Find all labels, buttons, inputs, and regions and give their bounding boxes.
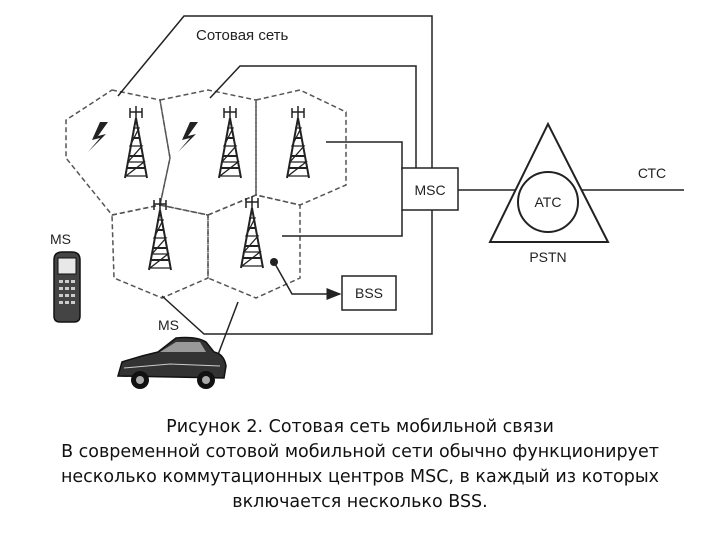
msc-box [401, 167, 459, 211]
msc-label: MSC [414, 182, 445, 198]
cell-5 [207, 194, 301, 299]
tower-icon [124, 105, 148, 179]
caption-line-3: несколько коммутационных центров MSC, в … [60, 467, 660, 487]
cell-2 [159, 89, 257, 216]
ms-car-label: MS [158, 317, 179, 333]
link-line [161, 210, 433, 335]
bss-box [341, 275, 397, 311]
radio-link [215, 301, 239, 361]
link-line [282, 210, 403, 237]
caption-line-2: В современной сотовой мобильной сети обы… [61, 442, 659, 462]
figure-caption: Рисунок 2. Сотовая сеть мобильной связи … [0, 415, 720, 515]
cell-3 [255, 89, 347, 206]
pstn-label: PSTN [529, 249, 566, 265]
tower-icon [218, 105, 242, 179]
tower-icon [286, 105, 310, 179]
lightning-icon [178, 122, 198, 152]
link-line [117, 15, 433, 168]
bss-connection-dot [270, 258, 278, 266]
cell-4 [111, 204, 209, 299]
cell-grid [65, 89, 347, 299]
bss-label: BSS [355, 285, 383, 301]
mobile-phone-icon [53, 251, 81, 323]
ctc-label: СТС [638, 165, 666, 181]
car-icon [117, 336, 227, 389]
atc-circle [517, 171, 579, 233]
caption-line-4: включается несколько BSS. [232, 492, 488, 512]
atc-label: АТС [535, 194, 562, 210]
cell-1 [65, 89, 171, 216]
link-line [209, 65, 417, 168]
tower-icon [148, 197, 172, 271]
link-line [326, 141, 403, 170]
diagram-title: Сотовая сеть [196, 27, 289, 44]
ms-phone-label: MS [50, 231, 71, 247]
tower-icon [240, 195, 264, 269]
cellular-network-diagram: MSC BSS АТС PSTN СТС Сотовая сеть MS MS [50, 15, 684, 389]
caption-line-1: Рисунок 2. Сотовая сеть мобильной связи [166, 417, 554, 437]
lightning-icon [88, 122, 108, 152]
bss-arrow [273, 261, 342, 300]
